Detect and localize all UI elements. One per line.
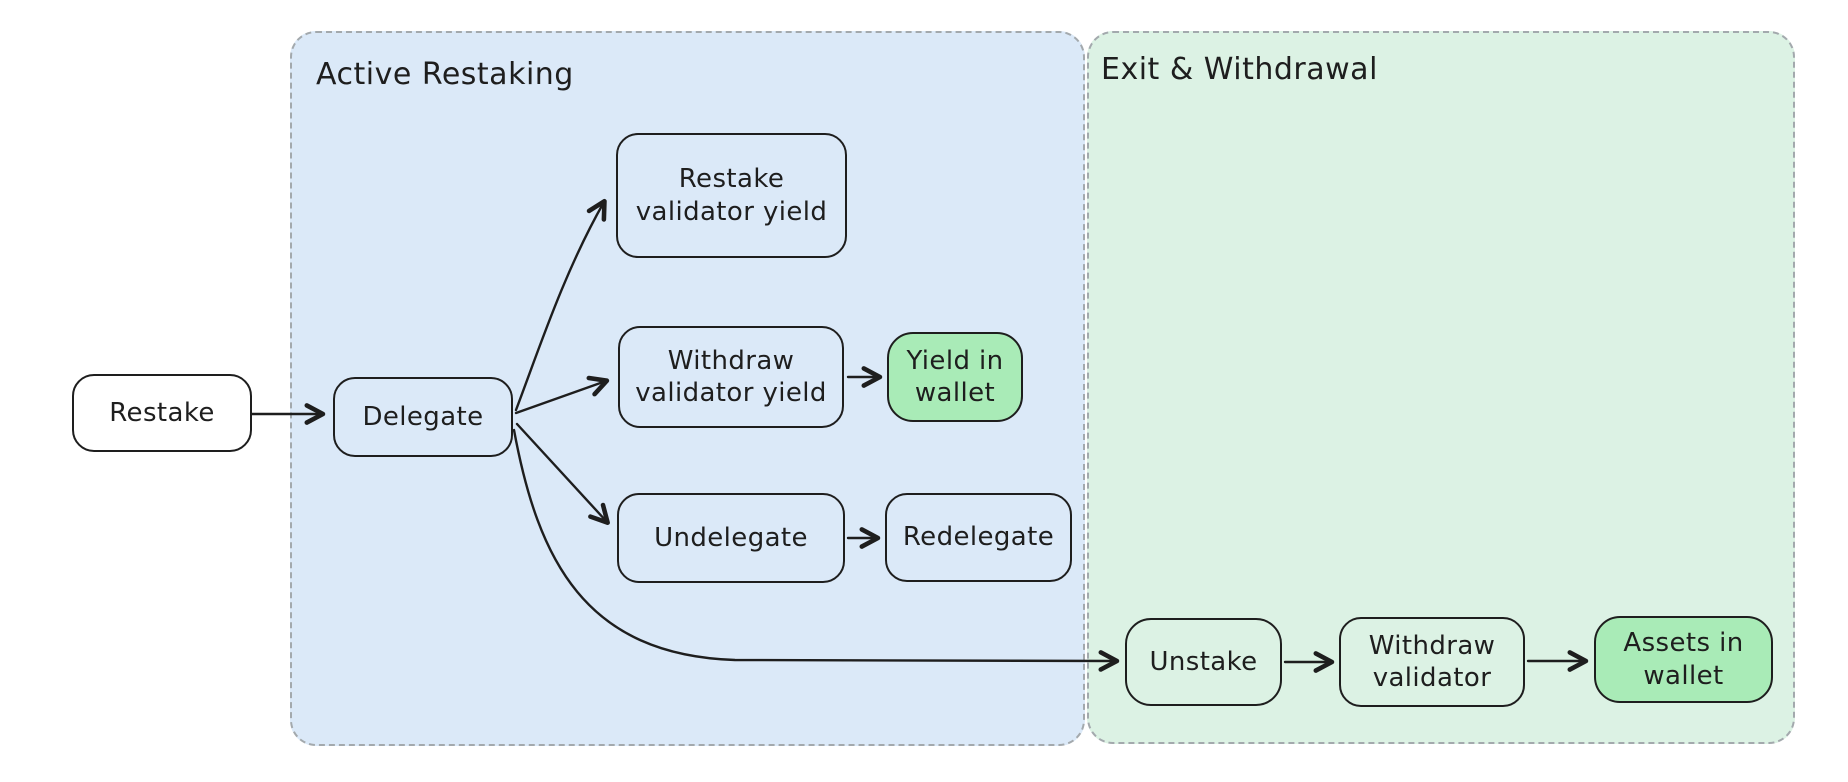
node-restake-label: Restake xyxy=(109,397,215,428)
node-withdraw-validator-yield-label: Withdraw validator yield xyxy=(635,345,827,409)
node-undelegate-label: Undelegate xyxy=(654,522,808,553)
node-redelegate[interactable]: Redelegate xyxy=(885,493,1072,582)
node-withdraw-validator-label: Withdraw validator xyxy=(1368,630,1496,694)
node-delegate-label: Delegate xyxy=(362,401,484,432)
node-undelegate[interactable]: Undelegate xyxy=(617,493,845,583)
node-assets-in-wallet-label: Assets in wallet xyxy=(1623,628,1744,691)
node-withdraw-validator-yield[interactable]: Withdraw validator yield xyxy=(618,326,844,428)
node-yield-in-wallet-label: Yield in wallet xyxy=(906,345,1004,409)
group-active-restaking-label: Active Restaking xyxy=(316,57,574,92)
node-restake-validator-yield-label: Restake validator yield xyxy=(635,164,828,227)
node-assets-in-wallet[interactable]: Assets in wallet xyxy=(1594,616,1773,703)
node-yield-in-wallet[interactable]: Yield in wallet xyxy=(887,332,1023,422)
node-unstake-label: Unstake xyxy=(1149,646,1258,677)
node-redelegate-label: Redelegate xyxy=(902,522,1055,553)
node-delegate[interactable]: Delegate xyxy=(333,377,513,457)
node-restake-validator-yield[interactable]: Restake validator yield xyxy=(616,133,847,258)
node-restake[interactable]: Restake xyxy=(72,374,252,452)
group-exit-withdrawal-label: Exit & Withdrawal xyxy=(1101,52,1378,87)
node-unstake[interactable]: Unstake xyxy=(1125,618,1282,706)
node-withdraw-validator[interactable]: Withdraw validator xyxy=(1339,617,1525,707)
